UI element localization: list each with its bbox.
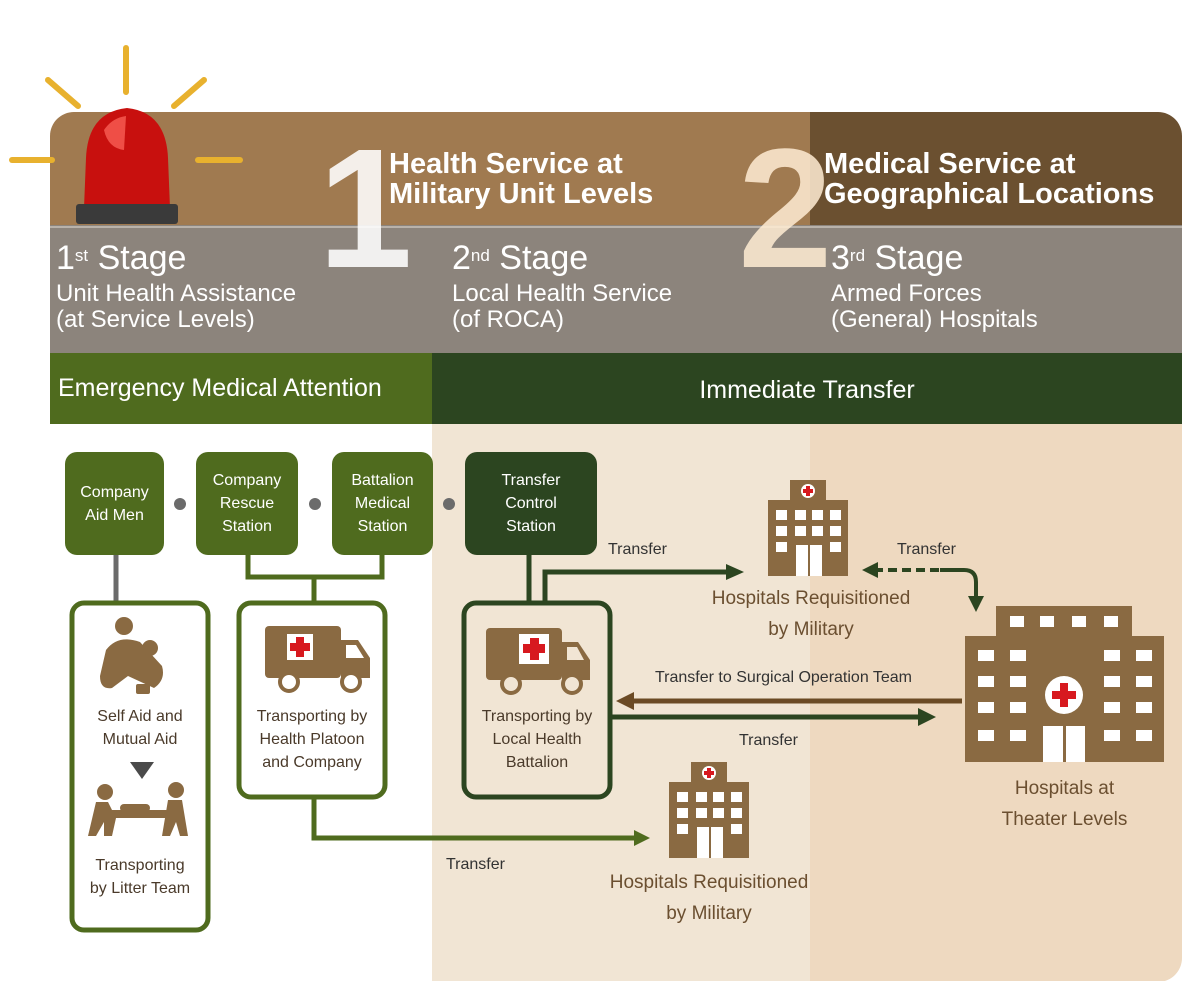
header-left-line2: Military Unit Levels [389,178,654,210]
label-transfer-control-station: Transfer Control Station [501,472,561,535]
stage-1-line1: Unit Health Assistance [56,280,297,307]
label-company-aid-men: Company Aid Men [80,484,149,524]
ambulance-van-icon [265,626,370,693]
stage-1: 1st Stage Unit Health Assistance (at Ser… [56,241,296,333]
stage-3-title: 3rd Stage [831,239,964,277]
header-number-1: 1 [318,114,413,304]
box-company-aid-men [65,452,164,555]
stage-3-line2: (General) Hospitals [831,306,1038,333]
stage-2: 2nd Stage Local Health Service (of ROCA) [452,241,672,333]
header-right-line1: Medical Service at [824,148,1076,180]
arrow-down-icon [130,762,154,779]
band-immediate-transfer: Immediate Transfer [699,376,915,404]
flow-label-transfer-theater: Transfer [739,732,798,749]
arrow-to-lower-hospital [311,797,636,841]
hospital-lower-icon [669,762,749,858]
header-title-right: Medical Service at Geographical Location… [824,149,1180,209]
connector-dot [174,498,186,510]
stage-2-line1: Local Health Service [452,280,673,307]
hospital-theater-icon [965,606,1164,762]
header-title-left: Health Service at Military Unit Levels [389,149,729,209]
band-left-bg [50,353,432,424]
flow-label-transfer-dashed: Transfer [897,541,956,558]
label-hospital-upper: Hospitals Requisitioned by Military [711,588,911,640]
litter-team-icon [88,782,188,836]
flow-label-transfer-lower: Transfer [446,856,505,873]
caption-litter-team: Transporting by Litter Team [89,857,191,897]
box-battalion-medical-station [332,452,433,555]
stage-1-line2: (at Service Levels) [56,306,255,333]
stage-1-title: 1st Stage [56,239,187,277]
hospital-upper-icon [768,480,848,576]
flow-label-surgical-team: Transfer to Surgical Operation Team [655,669,913,686]
caption-self-aid: Self Aid and Mutual Aid [97,708,183,748]
flow-label-transfer-upper: Transfer [608,541,667,558]
stage-2-line2: (of ROCA) [452,306,565,333]
label-company-rescue-station: Company Rescue Station [212,472,282,535]
ambulance-van-icon [486,628,590,695]
label-hospital-theater: Hospitals at Theater Levels [1001,778,1128,830]
self-aid-icon [100,617,163,694]
connector-dot [309,498,321,510]
stage-3-line1: Armed Forces [831,280,982,307]
caption-local-health-battalion: Transporting by Local Health Battalion [481,708,593,771]
label-hospital-lower: Hospitals Requisitioned by Military [609,872,809,924]
label-battalion-medical-station: Battalion Medical Station [351,472,414,535]
header-number-2: 2 [738,114,833,304]
connector-dot [443,498,455,510]
band-right-bg [432,353,1182,424]
arrow-to-upper-hospital [542,569,728,603]
caption-health-platoon: Transporting by Health Platoon and Compa… [256,708,368,771]
stage-2-title: 2nd Stage [452,239,589,277]
siren-icon [9,45,243,224]
box-company-rescue-station [196,452,298,555]
box-transfer-control-station [465,452,597,555]
header-right-line2: Geographical Locations [824,178,1155,210]
band-emergency-medical-attention: Emergency Medical Attention [58,374,382,402]
stage-3: 3rd Stage Armed Forces (General) Hospita… [831,241,1038,333]
header-right-bg [810,112,1182,225]
stage-row-bg [50,225,1182,353]
header-left-line1: Health Service at [389,148,623,180]
